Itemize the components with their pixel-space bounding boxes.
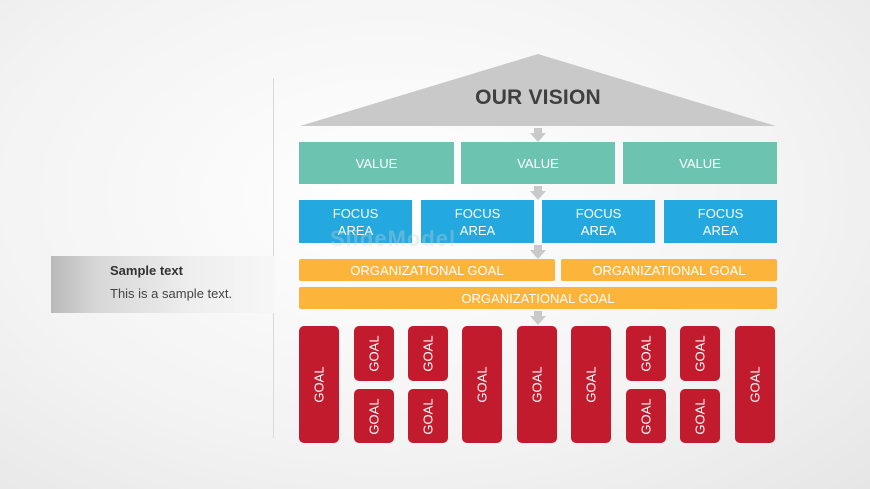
down-arrow-icon <box>530 245 546 259</box>
goal-label: GOAL <box>529 366 545 403</box>
goal-box: GOAL <box>626 326 666 381</box>
goal-box: GOAL <box>626 389 666 443</box>
goal-label: GOAL <box>366 335 382 372</box>
goal-label: GOAL <box>638 397 654 435</box>
goal-label: GOAL <box>311 366 327 403</box>
watermark: SlideModel <box>330 226 457 251</box>
org-goal-box: ORGANIZATIONAL GOAL <box>561 259 777 281</box>
focus-area-line2: AREA <box>702 222 739 238</box>
value-box: VALUE <box>299 142 454 184</box>
value-box: VALUE <box>623 142 777 184</box>
goal-box: GOAL <box>408 326 448 381</box>
goal-box: GOAL <box>299 326 339 443</box>
focus-area-line1: FOCUS <box>332 205 379 221</box>
vision-title: OUR VISION <box>475 86 601 109</box>
focus-area-line2: AREA <box>337 222 374 238</box>
vision-roof <box>300 54 776 126</box>
sample-text-heading: Sample text <box>110 263 183 278</box>
goal-label: GOAL <box>638 335 654 372</box>
down-arrow-icon <box>530 128 546 142</box>
focus-area-line1: FOCUS <box>697 205 744 221</box>
goal-box: GOAL <box>408 389 448 443</box>
focus-area-line2: AREA <box>459 222 496 238</box>
goal-box: GOAL <box>354 389 394 443</box>
goal-label: GOAL <box>692 335 708 372</box>
down-arrow-icon <box>530 186 546 200</box>
org-goal-box: ORGANIZATIONAL GOAL <box>299 259 555 281</box>
goal-label: GOAL <box>420 335 436 372</box>
goal-box: GOAL <box>462 326 502 443</box>
focus-area-line1: FOCUS <box>575 205 622 221</box>
goal-label: GOAL <box>692 397 708 435</box>
value-box: VALUE <box>461 142 615 184</box>
goal-box: GOAL <box>517 326 557 443</box>
down-arrow-icon <box>530 311 546 325</box>
goal-label: GOAL <box>583 366 599 403</box>
goal-label: GOAL <box>366 397 382 435</box>
sample-text-body: This is a sample text. <box>110 286 233 301</box>
focus-area-line2: AREA <box>580 222 617 238</box>
goal-box: GOAL <box>571 326 611 443</box>
focus-area-line1: FOCUS <box>454 205 501 221</box>
goal-box: GOAL <box>735 326 775 443</box>
goal-box: GOAL <box>680 389 720 443</box>
goal-box: GOAL <box>680 326 720 381</box>
goal-label: GOAL <box>747 366 763 403</box>
goal-box: GOAL <box>354 326 394 381</box>
goal-label: GOAL <box>420 397 436 435</box>
sample-text-band <box>51 256 275 313</box>
org-goal-box: ORGANIZATIONAL GOAL <box>299 287 777 309</box>
goal-label: GOAL <box>474 366 490 403</box>
